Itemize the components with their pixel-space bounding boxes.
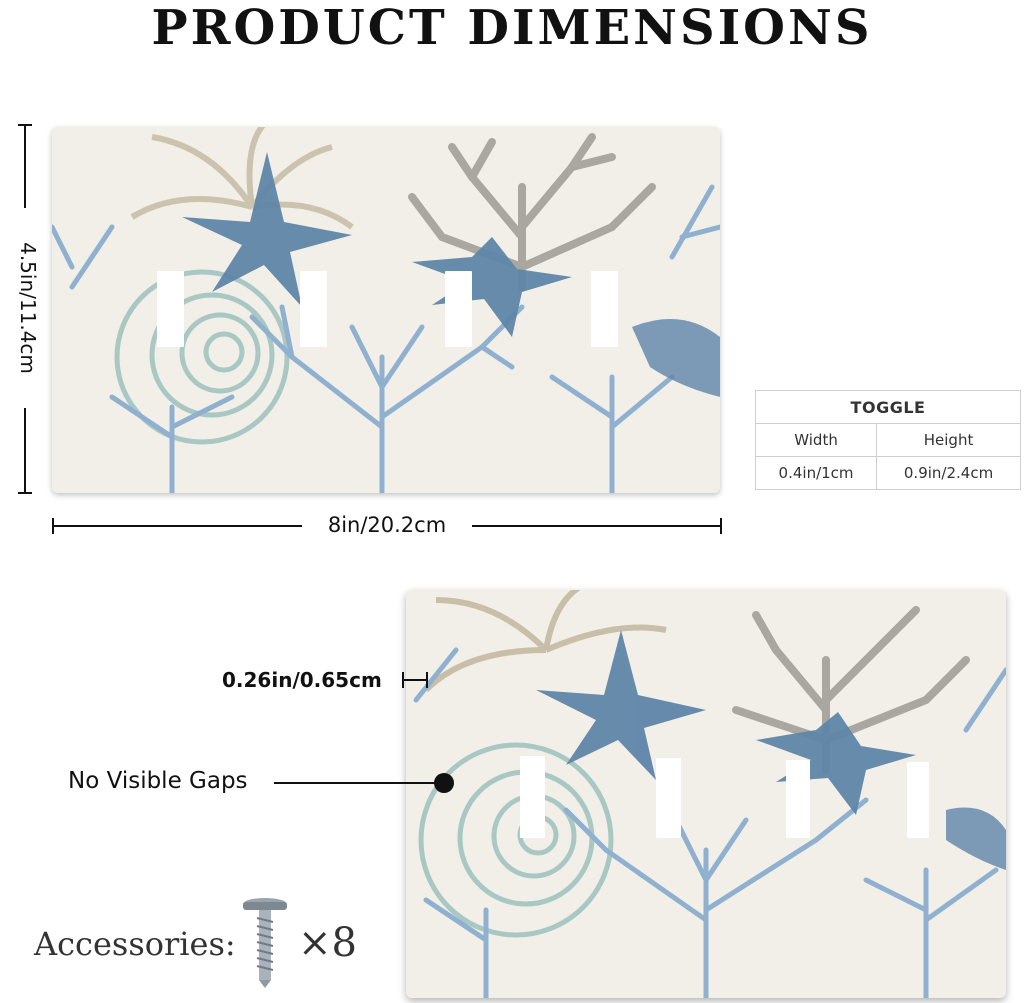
- toggle-slot-1: [157, 271, 184, 347]
- switch-plate-front-view: [52, 127, 720, 493]
- spec-value-height: 0.9in/2.4cm: [876, 456, 1021, 490]
- toggle-slot-angled-1: [520, 756, 545, 838]
- callout-dot-icon: [434, 773, 454, 793]
- toggle-slot-2: [300, 271, 327, 347]
- no-visible-gaps-label: No Visible Gaps: [68, 768, 248, 794]
- spec-col-height: Height: [876, 423, 1021, 457]
- width-dimension-label: 8in/20.2cm: [302, 512, 472, 538]
- callout-leader-line: [274, 782, 444, 784]
- width-dimension-cap-left: [52, 518, 54, 534]
- toggle-slot-angled-2: [656, 758, 681, 838]
- width-dimension-marker: 8in/20.2cm: [52, 512, 722, 538]
- toggle-slot-4: [591, 271, 618, 347]
- spec-table-header: TOGGLE: [755, 390, 1021, 424]
- height-dimension-label: 4.5in/11.4cm: [16, 208, 40, 408]
- toggle-slot-3: [445, 271, 472, 347]
- page-title: PRODUCT DIMENSIONS: [151, 0, 873, 56]
- spec-col-width: Width: [754, 423, 878, 457]
- thickness-cap-right: [426, 672, 428, 688]
- height-dimension-cap-top: [18, 124, 32, 126]
- switch-plate-angled-view: [406, 590, 1006, 998]
- height-dimension-cap-bottom: [18, 492, 32, 494]
- thickness-line: [402, 679, 428, 681]
- coastal-pattern-art: [52, 127, 720, 493]
- accessories-count: ×8: [298, 920, 357, 966]
- thickness-dimension-label: 0.26in/0.65cm: [222, 668, 382, 692]
- toggle-spec-table: TOGGLE Width Height 0.4in/1cm 0.9in/2.4c…: [754, 390, 1021, 490]
- accessories-label: Accessories:: [34, 925, 236, 963]
- thickness-dimension-marker: [402, 670, 428, 690]
- spec-value-width: 0.4in/1cm: [754, 456, 878, 490]
- screw-icon: [242, 896, 288, 988]
- toggle-slot-angled-3: [786, 760, 810, 838]
- width-dimension-cap-right: [720, 518, 722, 534]
- height-dimension-marker: 4.5in/11.4cm: [16, 124, 40, 494]
- toggle-slot-angled-4: [907, 762, 929, 838]
